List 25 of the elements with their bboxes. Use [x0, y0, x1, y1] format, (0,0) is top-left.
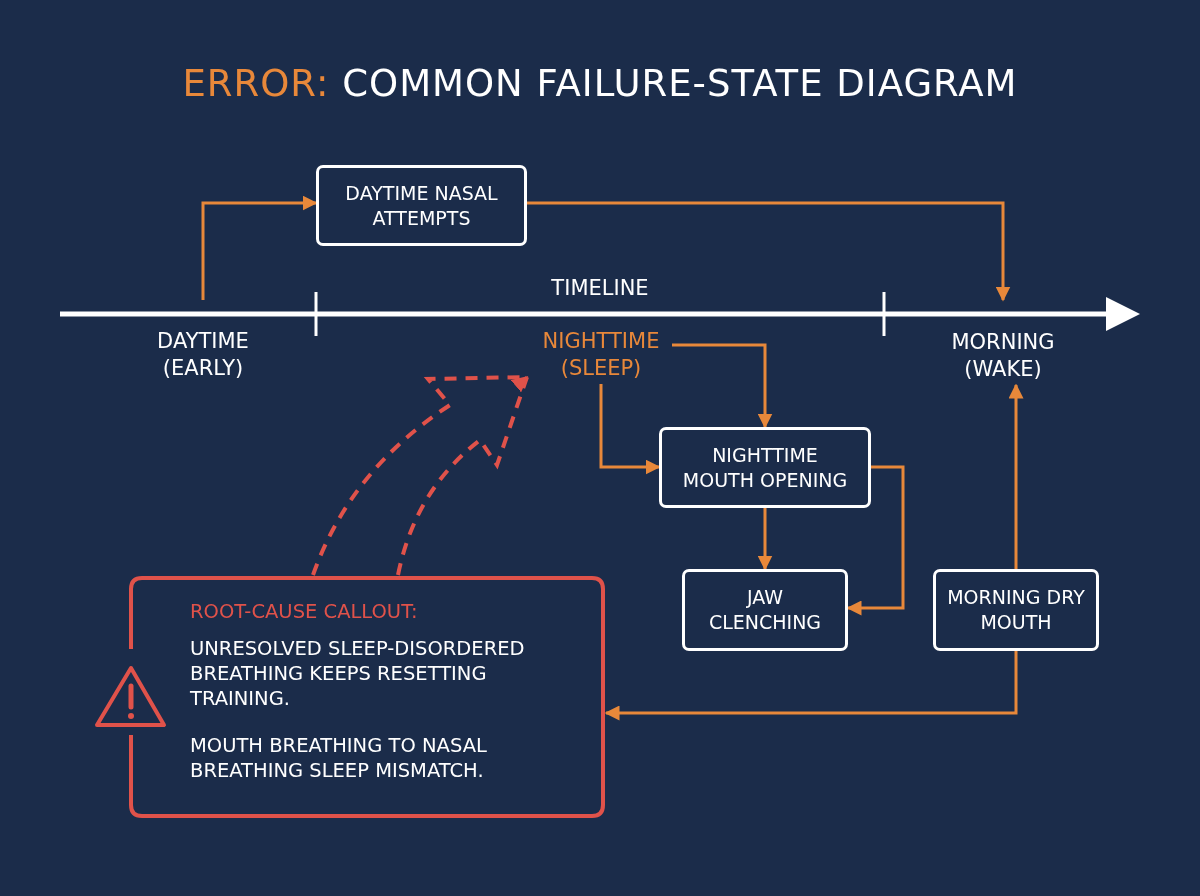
callout-text: UNRESOLVED SLEEP-DISORDERED BREATHING KEEPS RESETTING TRAINING.: [190, 636, 526, 711]
box-label: MORNING DRY MOUTH: [946, 585, 1086, 635]
callout-box: [128, 575, 606, 819]
arrow: [604, 651, 1018, 721]
timeline-label: TIMELINE: [550, 276, 650, 300]
phase-label: DAYTIME (EARLY): [156, 328, 250, 382]
arrow: [599, 384, 661, 475]
phase-label: MORNING (WAKE): [950, 329, 1056, 383]
arrow: [201, 195, 318, 300]
arrow: [672, 343, 773, 429]
callout-text: MOUTH BREATHING TO NASAL BREATHING SLEEP MISMATCH.: [190, 733, 488, 783]
state-box: [682, 569, 848, 651]
box-label: NIGHTTIME MOUTH OPENING: [681, 442, 849, 493]
arrow: [1008, 383, 1024, 569]
diagram-title: ERROR: COMMON FAILURE-STATE DIAGRAM: [181, 62, 1019, 105]
state-box: [659, 427, 871, 508]
box-label: JAW CLENCHING: [707, 585, 823, 635]
box-label: DAYTIME NASAL ATTEMPTS: [344, 180, 499, 231]
callout-heading: ROOT-CAUSE CALLOUT:: [190, 599, 418, 624]
state-box: [933, 569, 1099, 651]
phase-label: NIGHTTIME (SLEEP): [541, 328, 661, 382]
arrow: [846, 465, 905, 616]
state-box: [316, 165, 527, 246]
arrow: [757, 508, 773, 571]
arrow: [527, 201, 1011, 302]
